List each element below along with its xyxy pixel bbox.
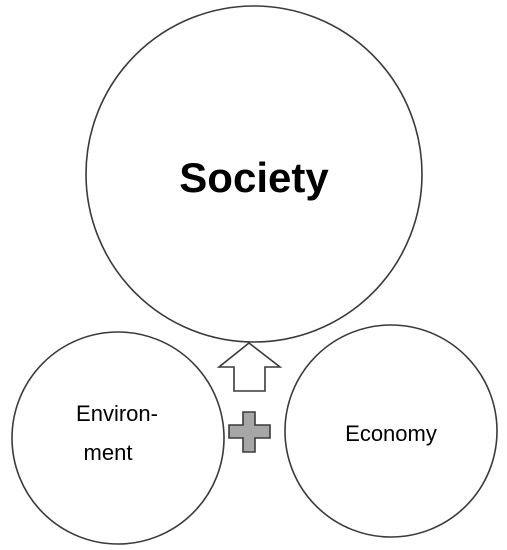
economy-label: Economy <box>345 421 437 446</box>
up-arrow-icon <box>216 341 283 392</box>
society-node: Society <box>85 5 423 343</box>
environment-circle <box>11 331 225 545</box>
society-label: Society <box>179 154 329 201</box>
economy-circle <box>284 324 498 538</box>
plus-icon <box>228 411 271 453</box>
environment-node: Environ- ment <box>11 331 225 545</box>
environment-label-line1: Environ- <box>76 401 158 426</box>
economy-node: Economy <box>284 324 498 538</box>
society-circle <box>85 5 423 343</box>
environment-label-line2: ment <box>84 440 133 465</box>
